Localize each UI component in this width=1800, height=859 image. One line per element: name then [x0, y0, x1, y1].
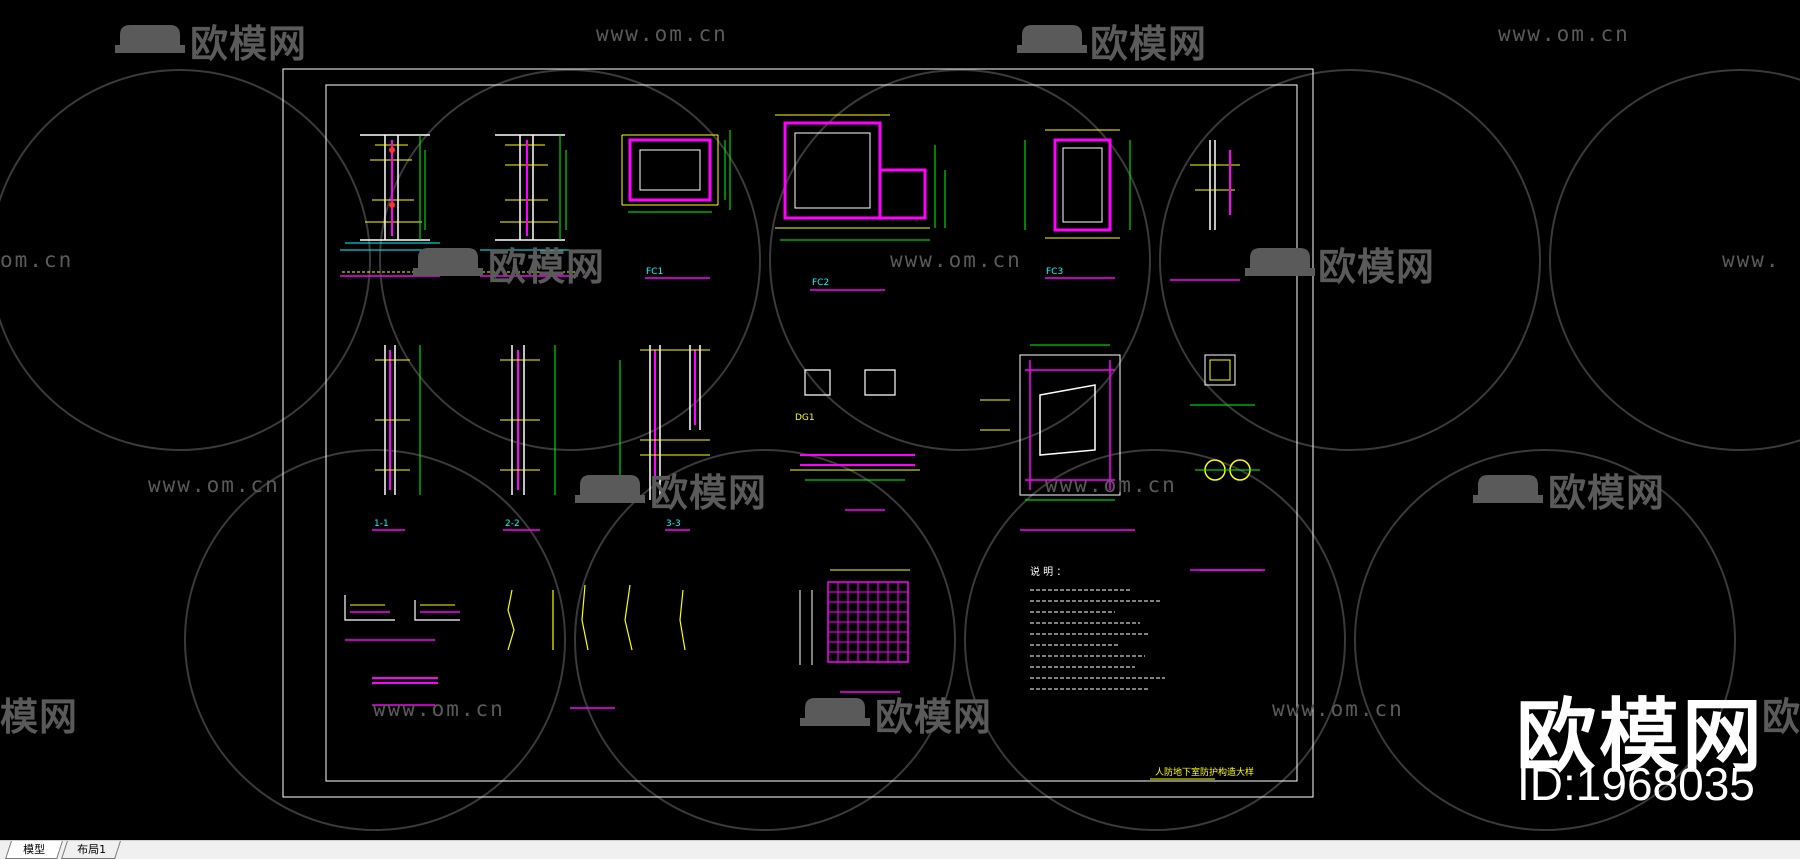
- watermark-url: www.om.cn: [148, 473, 280, 497]
- label-fc3: FC3: [1046, 267, 1063, 277]
- watermark-brand: 欧模网: [190, 22, 308, 66]
- label-fc2: FC2: [812, 278, 829, 288]
- watermark-sofa-icons: [115, 25, 1543, 726]
- detail-anchor: [344, 595, 460, 706]
- detail-section-2-2: 2-2: [500, 345, 556, 531]
- detail-weld-types: [507, 584, 686, 651]
- detail-beam-dg1: DG1: [790, 369, 920, 511]
- detail-pipe-sleeve: [1190, 354, 1265, 571]
- watermark-url: www.om.cn: [1045, 473, 1177, 497]
- watermark-url-partial: www.: [1722, 248, 1781, 272]
- sheet-title: 人防地下室防护构造大样: [1155, 766, 1254, 778]
- notes-title: 说 明 ：: [1030, 565, 1066, 578]
- detail-opening-reinforcement: [980, 344, 1135, 531]
- sheet-outer-frame: [282, 68, 1314, 798]
- detail-fc3-plan: FC3: [1024, 129, 1131, 279]
- watermark-url: www.om.cn: [1272, 697, 1404, 721]
- watermark-brand-partial: 模网: [0, 695, 79, 739]
- cad-drawing: FC1 FC2 FC3: [0, 25, 1800, 831]
- watermark-url: www.om.cn: [373, 697, 505, 721]
- watermark-url: www.om.cn: [596, 22, 728, 46]
- detail-mesh-grid: [799, 569, 910, 693]
- detail-fc1-plan: FC1: [621, 130, 731, 279]
- tab-model[interactable]: 模型: [5, 841, 63, 859]
- watermark-brand: 欧模网: [650, 471, 768, 515]
- watermark-url-partial: om.cn: [0, 248, 74, 272]
- tab-layout1[interactable]: 布局1: [61, 841, 121, 859]
- detail-door-frame: [1170, 140, 1240, 281]
- detail-fc2-plan: FC2: [775, 114, 946, 291]
- cad-model-space[interactable]: FC1 FC2 FC3: [0, 0, 1800, 840]
- watermark-brand: 欧模网: [488, 245, 606, 289]
- label-sec11: 1-1: [374, 519, 389, 529]
- watermark-brand: 欧模网: [1318, 245, 1436, 289]
- resource-id: ID:1968035: [1517, 758, 1755, 810]
- detail-wall-section-b: [480, 134, 580, 277]
- layout-tab-bar: 模型 布局1: [0, 840, 1800, 859]
- watermark-brand: 欧模网: [1548, 471, 1666, 515]
- label-dg1: DG1: [795, 413, 815, 423]
- label-sec22: 2-2: [505, 519, 520, 529]
- watermark-circles: [0, 69, 1800, 831]
- notes-block: 说 明 ：: [1030, 565, 1165, 690]
- watermark-url: www.om.cn: [890, 248, 1022, 272]
- watermark-url: www.om.cn: [1498, 22, 1630, 46]
- watermark-brand-partial: 欧: [1762, 695, 1800, 739]
- label-fc1: FC1: [646, 267, 663, 277]
- label-sec33: 3-3: [666, 519, 681, 529]
- detail-section-1-1: 1-1: [372, 345, 421, 531]
- watermark-brand: 欧模网: [875, 695, 993, 739]
- brand-stamp: 欧模网: [1516, 690, 1765, 783]
- detail-wall-section-a: [340, 134, 445, 277]
- watermark-brand: 欧模网: [1090, 22, 1208, 66]
- sheet-inner-frame: [325, 84, 1298, 782]
